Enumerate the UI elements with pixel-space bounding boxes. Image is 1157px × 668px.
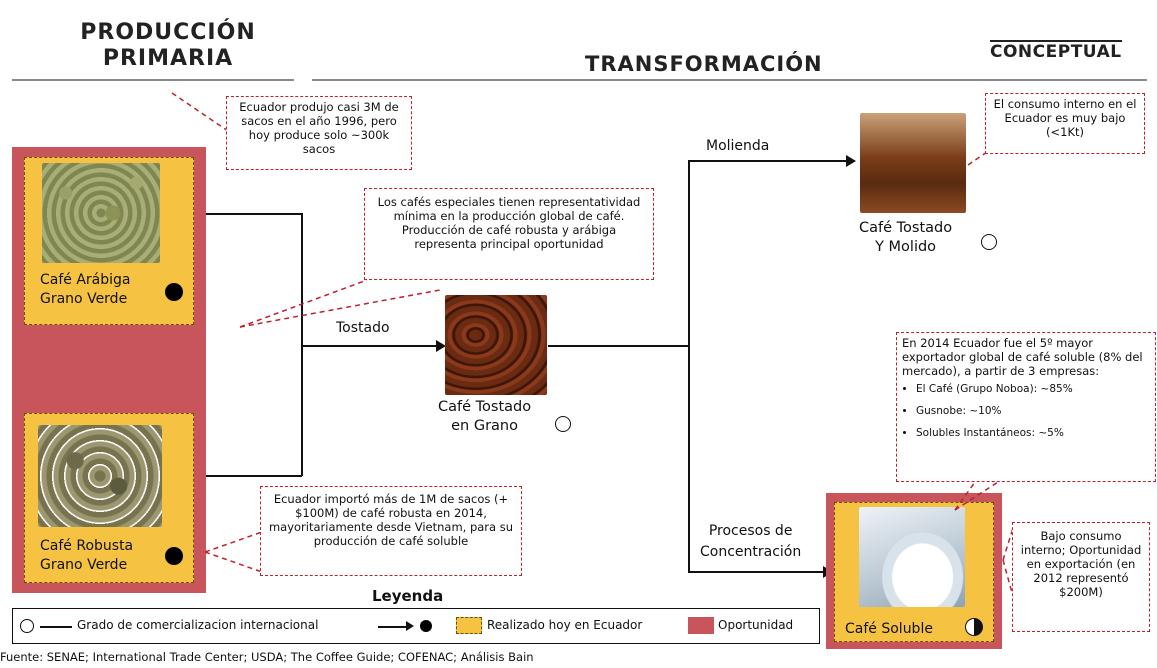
header-primary-rule	[12, 79, 294, 81]
header-transformation-rule	[312, 79, 1147, 81]
ground-coffee-label-line2: Y Molido	[875, 239, 937, 255]
soluble-coffee-image	[859, 507, 965, 607]
arrow-tostado	[436, 340, 446, 352]
soluble-label: Café Soluble	[845, 621, 933, 637]
ground-coffee-label-line1: Café Tostado	[859, 220, 953, 236]
legend-title: Leyenda	[372, 587, 444, 605]
robusta-grade-full-icon	[165, 547, 183, 565]
connector-grain-out	[548, 345, 688, 347]
robusta-label-line2: Grano Verde	[40, 557, 128, 573]
flow-label-procesos: Procesos de Concentración	[700, 521, 801, 563]
connector-robusta-h	[160, 475, 302, 477]
note-specialty: Los cafés especiales tienen representati…	[364, 188, 654, 280]
legend-open-circle-icon	[20, 619, 34, 633]
note-exporter-item: Gusnobe: ~10%	[916, 404, 1150, 418]
soluble-grade-half-icon	[965, 618, 983, 636]
note-exporter-list: El Café (Grupo Noboa): ~85% Gusnobe: ~10…	[902, 382, 1150, 440]
robusta-beans-image	[38, 425, 162, 527]
flow-label-molienda: Molienda	[706, 138, 770, 154]
pointer-specialty-a	[239, 279, 368, 328]
pointer-production	[171, 92, 229, 132]
header-transformation: TRANSFORMACIÓN	[585, 52, 823, 76]
note-exporter-intro: En 2014 Ecuador fue el 5º mayor exportad…	[902, 336, 1143, 378]
header-conceptual: CONCEPTUAL	[990, 40, 1122, 62]
header-primary-line1: PRODUCCIÓN	[80, 20, 256, 45]
connector-primary-v	[301, 213, 303, 476]
legend-grade-label: Grado de comercializacion internacional	[77, 618, 319, 632]
header-primary-line2: PRIMARIA	[102, 46, 234, 71]
note-exporter-item: Solubles Instantáneos: ~5%	[916, 426, 1150, 440]
flow-label-procesos-line1: Procesos de	[708, 523, 793, 539]
source-note: Fuente: SENAE; International Trade Cente…	[0, 650, 534, 664]
arabica-label-line1: Café Arábiga	[40, 272, 131, 288]
connector-molienda	[688, 160, 848, 162]
connector-branch-v	[688, 160, 690, 572]
roasted-grain-grade-open-icon	[555, 416, 571, 432]
legend-line-left	[40, 626, 72, 628]
robusta-label-line1: Café Robusta	[40, 538, 134, 554]
pointer-low-b	[1002, 559, 1015, 601]
legend-opportunity-swatch	[688, 617, 714, 634]
ground-coffee-label: Café Tostado Y Molido	[859, 219, 952, 257]
legend-opportunity-label: Oportunidad	[718, 618, 794, 632]
legend-line-right	[378, 626, 408, 628]
roasted-grain-label: Café Tostado en Grano	[438, 398, 531, 436]
pointer-imports-b	[204, 551, 263, 573]
legend-done-swatch	[456, 617, 482, 634]
legend-full-circle-icon	[420, 620, 432, 632]
legend-done-label: Realizado hoy en Ecuador	[487, 618, 643, 632]
roasted-grain-image	[445, 295, 547, 395]
note-exporter: En 2014 Ecuador fue el 5º mayor exportad…	[896, 332, 1156, 482]
arabica-beans-image	[42, 163, 160, 263]
roasted-grain-label-line2: en Grano	[451, 418, 518, 434]
connector-arabica-h	[160, 213, 302, 215]
arabica-label: Café Arábiga Grano Verde	[40, 271, 131, 309]
ground-coffee-grade-open-icon	[981, 234, 997, 250]
pointer-specialty-b	[239, 289, 441, 328]
pointer-exporter-a	[954, 481, 976, 511]
legend-arrow-icon	[406, 621, 414, 631]
pointer-domestic	[967, 151, 988, 166]
note-imports: Ecuador importó más de 1M de sacos (+ $1…	[260, 486, 522, 576]
arabica-grade-full-icon	[165, 283, 183, 301]
connector-tostado	[301, 345, 438, 347]
flow-label-procesos-line2: Concentración	[700, 544, 802, 560]
robusta-label: Café Robusta Grano Verde	[40, 537, 133, 575]
pointer-exporter-b	[954, 481, 999, 511]
header-primary: PRODUCCIÓN PRIMARIA	[48, 20, 288, 72]
flow-label-tostado: Tostado	[336, 320, 390, 336]
roasted-grain-label-line1: Café Tostado	[438, 399, 532, 415]
note-exporter-item: El Café (Grupo Noboa): ~85%	[916, 382, 1150, 396]
ground-coffee-image	[860, 113, 966, 213]
note-production: Ecuador produjo casi 3M de sacos en el a…	[226, 96, 412, 170]
legend-box	[12, 608, 820, 644]
note-low-consumption: Bajo consumo interno; Oportunidad en exp…	[1012, 522, 1150, 632]
arrow-molienda	[846, 155, 856, 167]
arabica-label-line2: Grano Verde	[40, 291, 128, 307]
pointer-imports-a	[204, 531, 263, 553]
connector-procesos	[688, 571, 825, 573]
note-domestic: El consumo interno en el Ecuador es muy …	[985, 93, 1145, 154]
